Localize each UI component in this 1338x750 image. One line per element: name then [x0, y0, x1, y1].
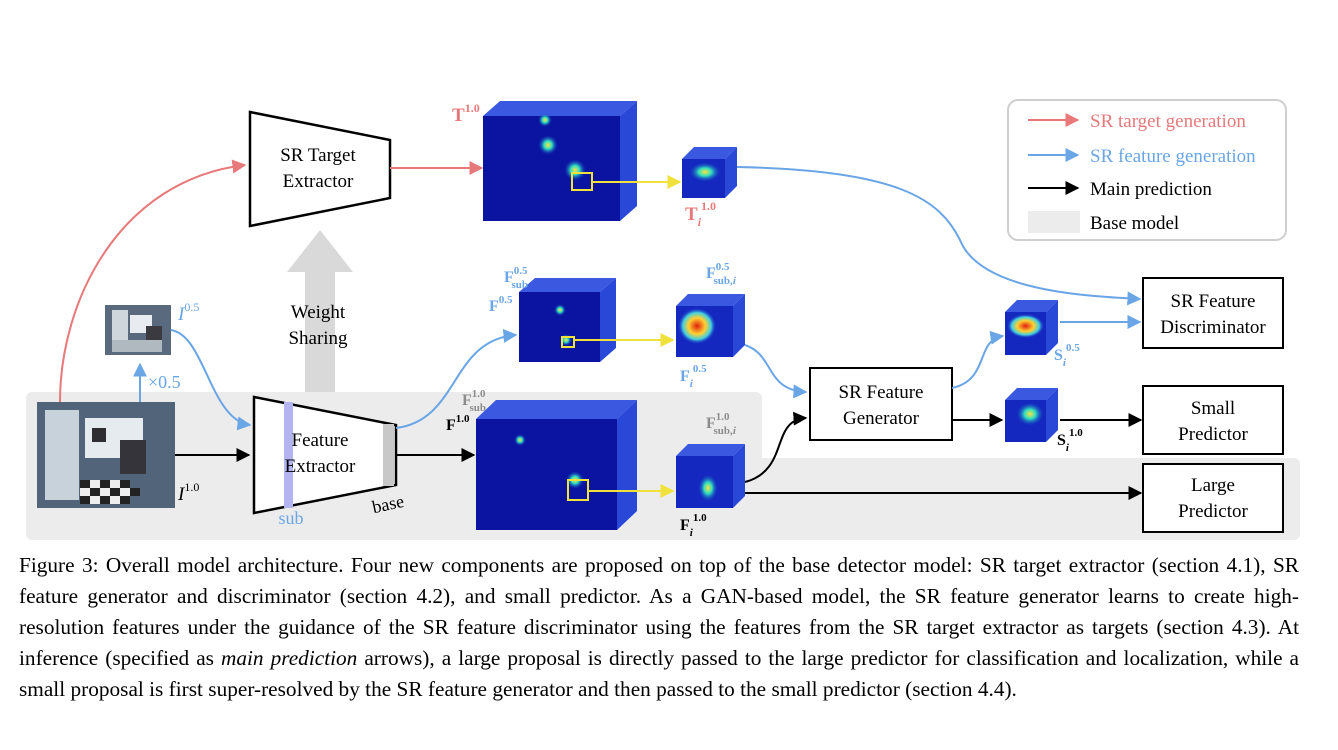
architecture-diagram: SR target generation SR feature generati…	[26, 99, 1300, 540]
sr-feature-half-label: Si0.5	[1054, 342, 1080, 369]
sr-feature-half	[1005, 300, 1058, 355]
input-image-half	[105, 305, 171, 355]
target-crop-label: Ti1.0	[685, 199, 716, 229]
sr-feature-discriminator-line1: SR Feature	[1171, 291, 1256, 312]
feature-map-half	[519, 278, 616, 362]
sr-feature-generator-line2: Generator	[843, 408, 920, 429]
feature-half-crop	[676, 294, 745, 357]
sr-feature-full	[1005, 388, 1058, 442]
target-map-label: T1.0	[452, 101, 480, 126]
sr-feature-discriminator-line2: Discriminator	[1160, 317, 1266, 338]
feature-map-full	[476, 400, 637, 530]
extractor-to-half-feature-arrow	[395, 328, 518, 429]
feature-extractor-line1: Feature	[292, 430, 349, 451]
large-predictor-line2: Predictor	[1178, 501, 1248, 522]
caption-part2: arrows), a large proposal is directly pa…	[19, 646, 1299, 701]
small-predictor-line1: Small	[1191, 398, 1235, 419]
legend-base-model-swatch	[1028, 211, 1080, 233]
feature-full-label: F1.0	[446, 413, 470, 434]
half-to-extractor-arrow	[170, 329, 252, 431]
large-predictor-block	[1142, 463, 1284, 533]
small-predictor-block	[1142, 385, 1284, 455]
base-band	[383, 424, 394, 486]
feature-half-crop-label: Fi0.5	[680, 363, 707, 390]
caption-emphasis: main prediction	[220, 646, 358, 670]
image-half-label: I0.5	[177, 300, 199, 325]
sr-target-extractor-line1: SR Target	[280, 145, 356, 166]
weight-sharing-line1: Weight	[291, 302, 346, 323]
input-image-full	[37, 402, 175, 508]
weight-sharing-arrow	[287, 230, 353, 392]
caption-part1: Figure 3: Overall model architecture. Fo…	[19, 553, 1299, 670]
target-feature-map	[483, 101, 637, 221]
legend-base-model: Base model	[1090, 213, 1179, 234]
full-to-target-arrow	[59, 159, 247, 403]
sub-label: sub	[278, 508, 303, 528]
legend-target-generation: SR target generation	[1090, 111, 1246, 132]
sr-feature-full-label: Si1.0	[1057, 427, 1083, 454]
legend-main-prediction: Main prediction	[1090, 179, 1212, 200]
sr-feature-discriminator-block	[1142, 277, 1284, 349]
feature-full-crop	[676, 444, 745, 508]
sub-band	[284, 402, 293, 508]
target-crop	[682, 147, 737, 198]
sr-target-extractor-block	[248, 110, 392, 228]
large-predictor-line1: Large	[1191, 475, 1235, 496]
sr-feature-generator-line1: SR Feature	[839, 382, 924, 403]
small-predictor-line2: Predictor	[1178, 424, 1248, 445]
figure-caption: Figure 3: Overall model architecture. Fo…	[19, 550, 1299, 705]
half-crop-to-generator-arrow	[744, 344, 808, 399]
scale-label: ×0.5	[148, 372, 181, 392]
weight-sharing-line2: Sharing	[288, 328, 348, 349]
sr-target-extractor-line2: Extractor	[283, 171, 354, 192]
legend-feature-generation: SR feature generation	[1090, 146, 1256, 167]
legend: SR target generation SR feature generati…	[1007, 99, 1287, 241]
generator-to-s-half-arrow	[951, 330, 1005, 389]
full-crop-to-generator-arrow	[744, 411, 808, 483]
feature-extractor-line2: Extractor	[285, 456, 356, 477]
feature-half-label: F0.5	[489, 294, 513, 315]
target-to-discriminator-arrow	[736, 166, 1142, 306]
sr-feature-generator-block	[809, 367, 953, 441]
